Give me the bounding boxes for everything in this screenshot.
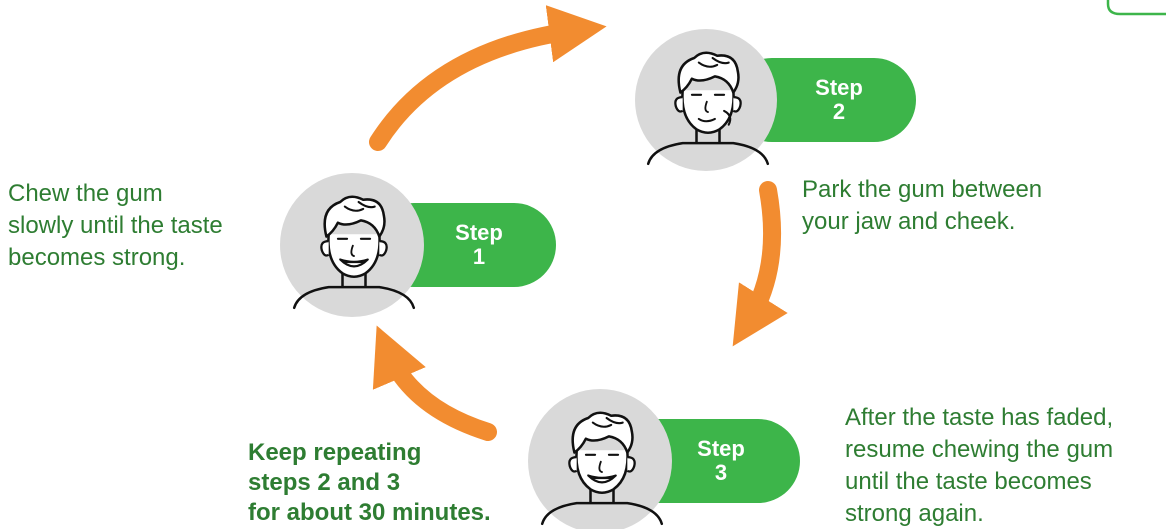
step2-caption-line: your jaw and cheek.: [802, 206, 1042, 238]
arrow-step1-to-step2: [378, 30, 578, 142]
step1-label-line2: 1: [444, 245, 514, 269]
step1-caption-line: becomes strong.: [8, 242, 223, 274]
step3-label-line1: Step: [686, 437, 756, 461]
step2-caption-line: Park the gum between: [802, 174, 1042, 206]
step3-caption-line: until the taste becomes: [845, 466, 1113, 498]
step1-label-line1: Step: [444, 221, 514, 245]
step3-caption: After the taste has faded, resume chewin…: [845, 402, 1113, 530]
step3-caption-line: resume chewing the gum: [845, 434, 1113, 466]
step3-caption-line: After the taste has faded,: [845, 402, 1113, 434]
step1-caption-line: slowly until the taste: [8, 210, 223, 242]
step2-label: Step 2: [804, 76, 874, 124]
step1-label: Step 1: [444, 221, 514, 269]
corner-frame: [1108, 0, 1166, 14]
repeat-note-line: Keep repeating: [248, 438, 491, 468]
step2-caption: Park the gum between your jaw and cheek.: [802, 174, 1042, 238]
repeat-note-line: steps 2 and 3: [248, 468, 491, 498]
repeat-note: Keep repeating steps 2 and 3 for about 3…: [248, 438, 491, 528]
arrow-step3-to-step1: [388, 352, 488, 432]
step3-label: Step 3: [686, 437, 756, 485]
step3-label-line2: 3: [686, 461, 756, 485]
step2-label-line1: Step: [804, 76, 874, 100]
step3-caption-line: strong again.: [845, 498, 1113, 530]
step2-label-line2: 2: [804, 100, 874, 124]
repeat-note-line: for about 30 minutes.: [248, 498, 491, 528]
step1-caption-line: Chew the gum: [8, 178, 223, 210]
step1-caption: Chew the gum slowly until the taste beco…: [8, 178, 223, 274]
arrow-step2-to-step3: [748, 190, 772, 322]
